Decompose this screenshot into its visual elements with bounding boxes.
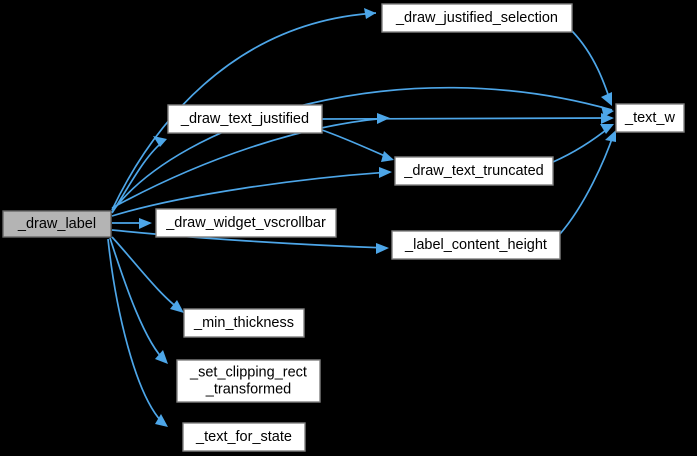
edge-line <box>552 125 612 163</box>
edge-line <box>109 237 167 363</box>
arrowhead-icon <box>155 350 168 364</box>
edge-line <box>111 229 388 249</box>
arrowhead-icon <box>379 167 392 178</box>
edge-line <box>571 30 612 104</box>
graph-node-draw_justified_selection[interactable]: _draw_justified_selection <box>381 3 573 33</box>
edge-draw_label-to-draw_justified_selection <box>111 8 377 211</box>
arrowhead-icon <box>155 414 168 427</box>
arrowhead-icon <box>139 218 152 229</box>
edge-line <box>107 238 166 426</box>
arrowhead-icon <box>364 8 376 19</box>
graph-node-draw_label[interactable]: _draw_label <box>2 210 112 238</box>
graph-node-text_for_state[interactable]: _text_for_state <box>182 422 306 452</box>
node-box[interactable] <box>183 308 305 338</box>
node-box[interactable] <box>167 104 323 134</box>
edge-draw_label-to-set_clipping_rect_transformed <box>109 237 168 364</box>
node-label: _text_for_state <box>195 429 292 445</box>
edge-draw_label-to-min_thickness <box>111 236 184 313</box>
edge-line <box>321 129 393 160</box>
arrowhead-icon <box>601 113 614 124</box>
arrowhead-icon <box>153 136 167 147</box>
graph-node-draw_text_justified[interactable]: _draw_text_justified <box>167 104 323 134</box>
node-label: _draw_text_truncated <box>403 163 543 179</box>
node-box[interactable] <box>391 230 561 260</box>
edge-draw_label-to-label_content_height <box>111 229 389 254</box>
graph-node-text_w[interactable]: _text_w <box>615 103 685 133</box>
edge-draw_label-to-draw_text_truncated <box>111 167 392 217</box>
graph-node-min_thickness[interactable]: _min_thickness <box>183 308 305 338</box>
graph-node-set_clipping_rect_transformed[interactable]: _set_clipping_rect_transformed <box>176 359 321 403</box>
edge-line <box>111 86 613 213</box>
arrowhead-icon <box>377 113 390 124</box>
edge-line <box>559 132 615 235</box>
node-box[interactable] <box>2 210 112 238</box>
node-box[interactable] <box>176 359 321 403</box>
edge-draw_text_truncated-to-text_w <box>552 124 614 163</box>
node-box[interactable] <box>394 156 554 186</box>
node-box[interactable] <box>381 3 573 33</box>
arrowhead-icon <box>605 130 616 142</box>
arrowhead-icon <box>381 151 394 162</box>
edge-draw_label-to-draw_widget_vscrollbar <box>112 218 152 229</box>
node-box[interactable] <box>155 208 337 238</box>
edge-line <box>321 117 613 120</box>
edge-draw_text_justified-to-text_w <box>321 113 614 124</box>
arrowhead-icon <box>170 300 184 313</box>
arrowhead-icon <box>601 92 612 106</box>
nodes-layer: _draw_label _draw_justified_selection _tex… <box>2 3 685 452</box>
edge-label_content_height-to-text_w <box>559 130 616 235</box>
graph-node-label_content_height[interactable]: _label_content_height <box>391 230 561 260</box>
edge-draw_label-to-text_for_state <box>107 238 168 427</box>
node-box[interactable] <box>615 103 685 133</box>
edge-draw_justified_selection-to-text_w <box>571 30 612 106</box>
node-label: _set_clipping_rect_transformed <box>189 364 307 397</box>
node-label: _draw_widget_vscrollbar <box>165 215 326 231</box>
graph-node-draw_widget_vscrollbar[interactable]: _draw_widget_vscrollbar <box>155 208 337 238</box>
edge-line <box>111 171 391 217</box>
node-label: _text_w <box>624 110 675 126</box>
node-label: _min_thickness <box>193 315 294 331</box>
edge-draw_text_justified-to-draw_text_truncated <box>321 129 394 162</box>
arrowhead-icon <box>376 243 389 254</box>
edge-draw_label-to-draw_text_truncated_upper <box>111 113 390 209</box>
node-label: _draw_text_justified <box>180 111 309 127</box>
graph-node-draw_text_truncated[interactable]: _draw_text_truncated <box>394 156 554 186</box>
node-box[interactable] <box>182 422 306 452</box>
node-label: _draw_label <box>17 216 96 232</box>
edge-line <box>111 117 389 209</box>
node-label: _label_content_height <box>404 237 547 253</box>
node-label: _draw_justified_selection <box>395 10 558 26</box>
arrowhead-icon <box>600 124 614 134</box>
edges-layer <box>107 8 616 427</box>
edge-line <box>111 12 377 211</box>
